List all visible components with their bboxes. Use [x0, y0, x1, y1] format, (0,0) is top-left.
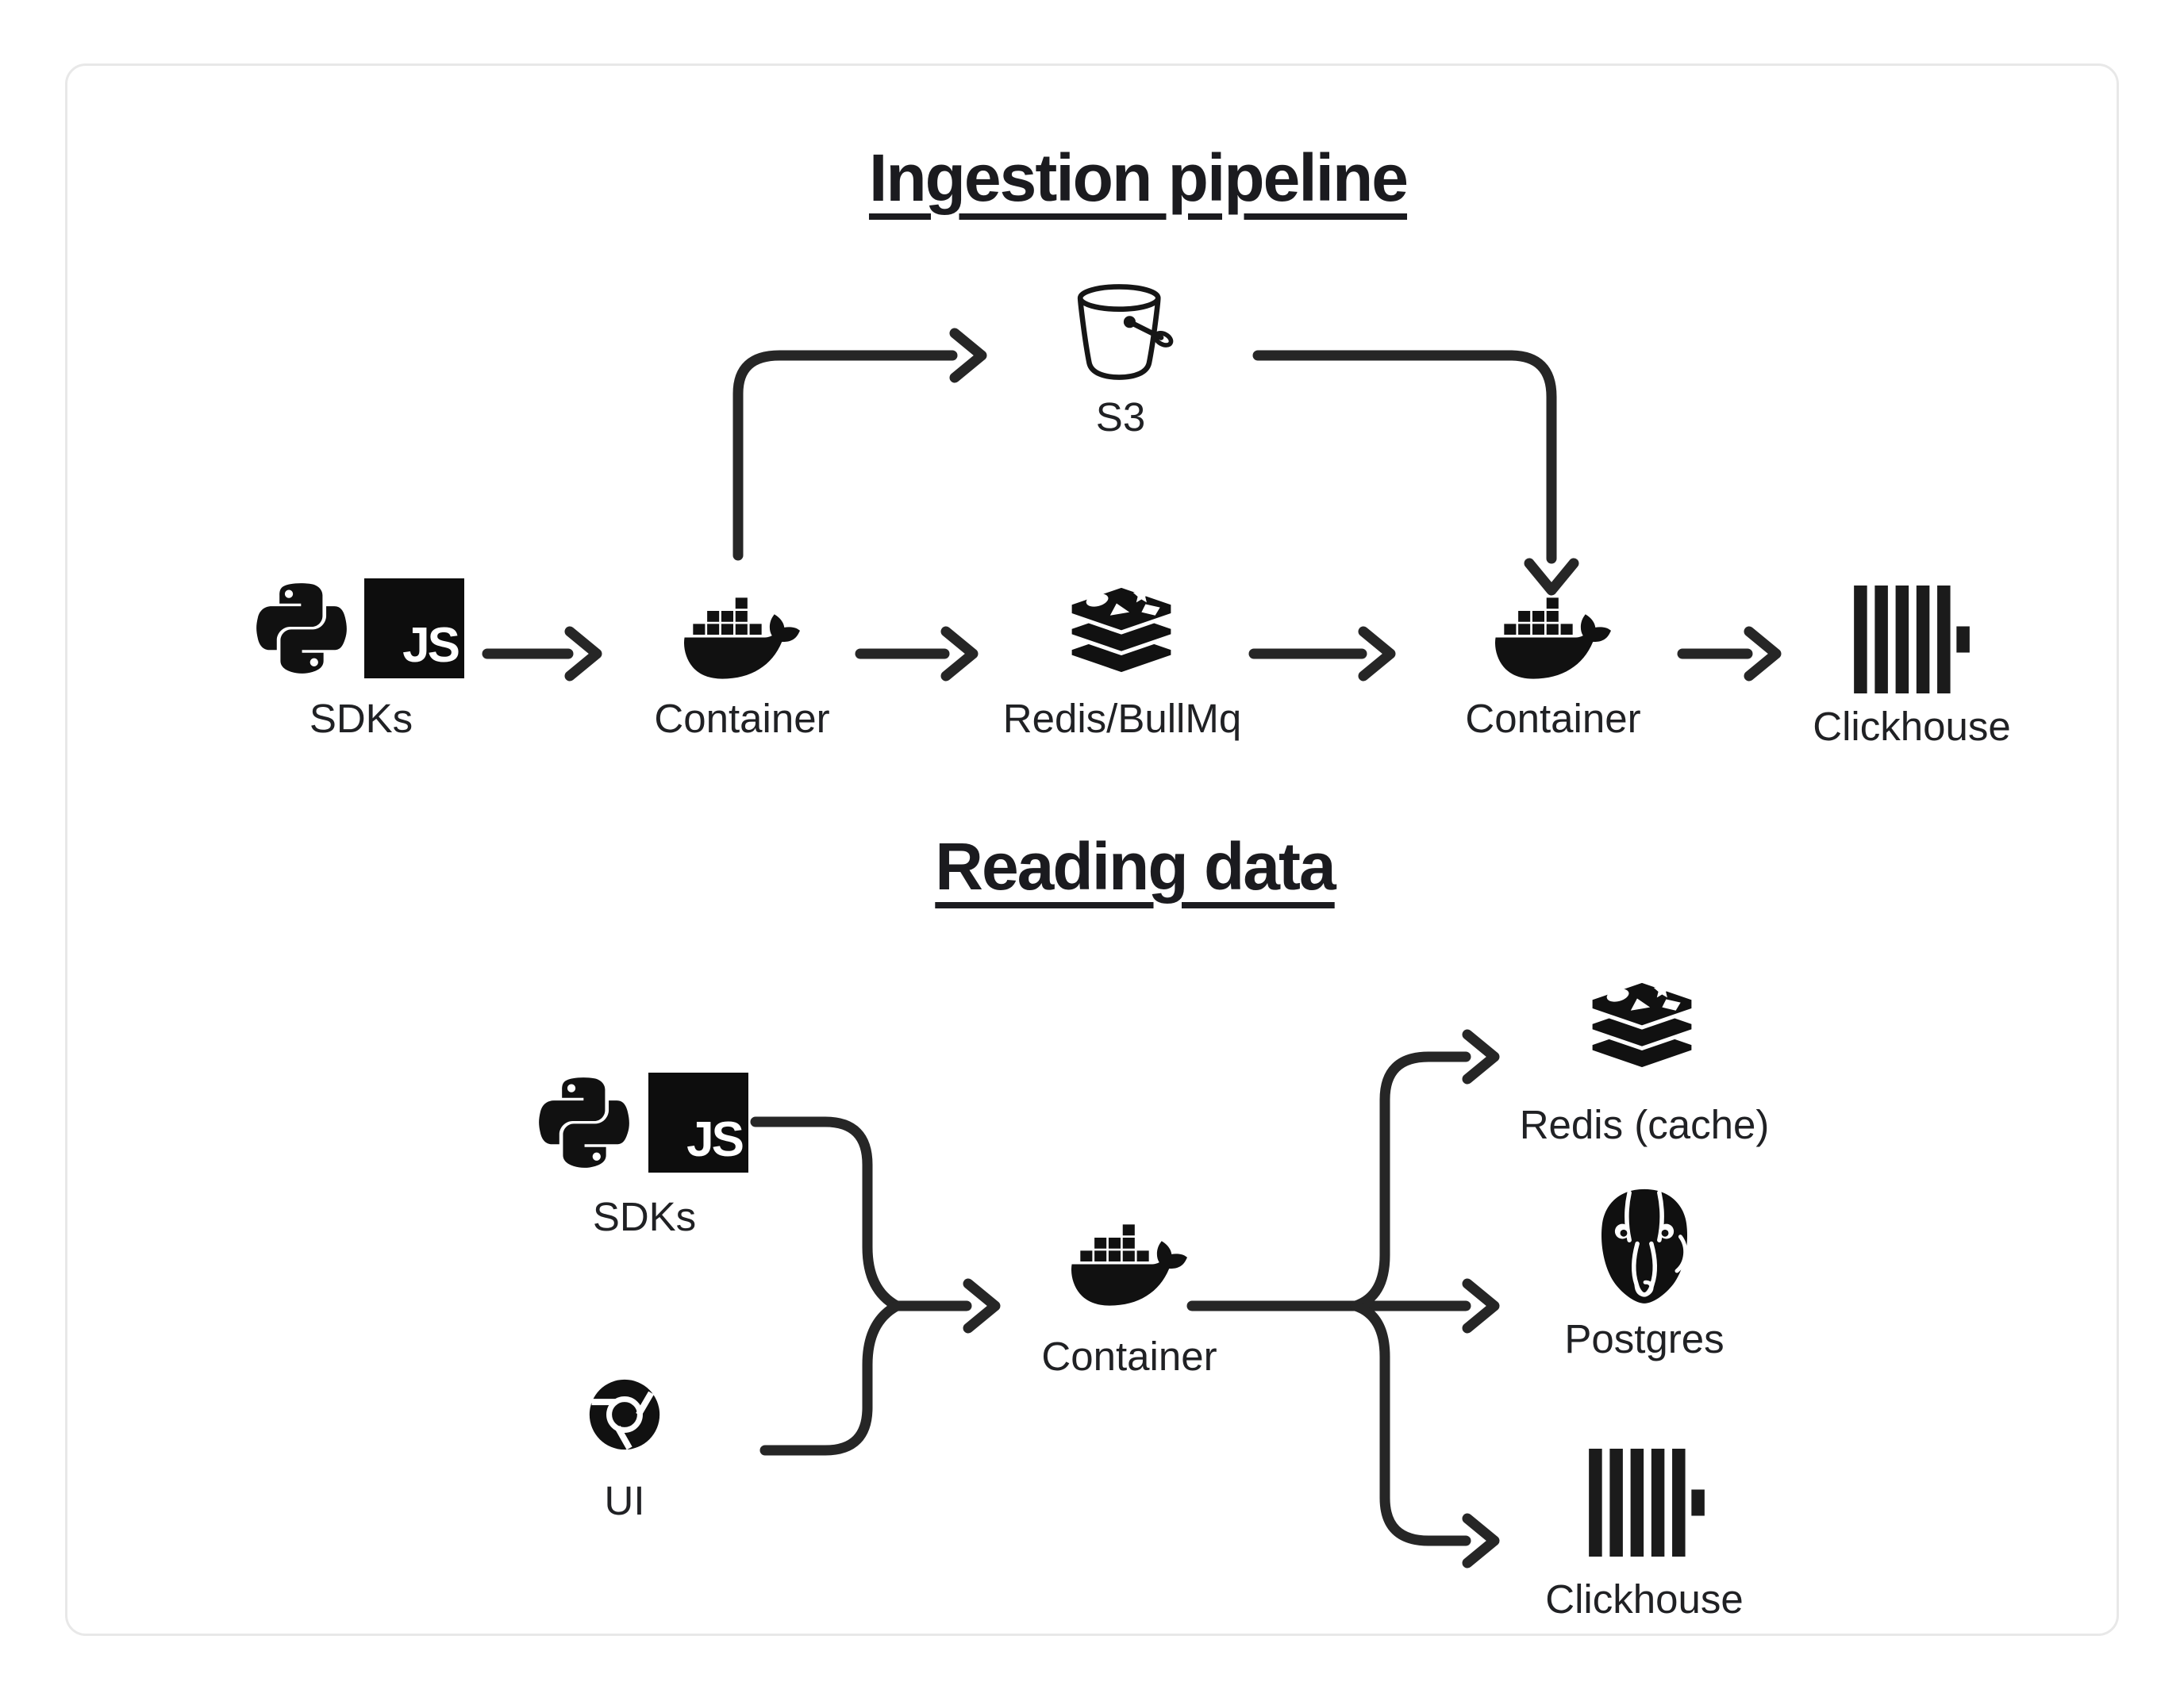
arrowhead [1358, 626, 1396, 682]
clickhouse-icon [1854, 586, 1970, 693]
elbow-container-to-s3 [732, 350, 958, 561]
postgres-icon [1587, 1184, 1701, 1311]
arrowhead [963, 1278, 1001, 1334]
ingestion-pipeline-title: Ingestion pipeline [868, 140, 1409, 215]
container3-label: Container [1041, 1334, 1217, 1379]
container2-label: Container [1465, 696, 1641, 741]
s3-label: S3 [1095, 394, 1146, 440]
redis-icon [1586, 977, 1698, 1074]
s3-bucket-icon [1070, 279, 1175, 384]
python-icon [251, 577, 352, 680]
redis-icon [1065, 582, 1178, 679]
redis-bullmq-label: Redis/BullMq [1002, 696, 1242, 741]
container1-label: Container [654, 696, 830, 741]
javascript-icon: JS [364, 578, 464, 678]
arrowhead [1462, 1278, 1500, 1334]
arrowhead [949, 328, 987, 383]
merge-sdks-branch [750, 1116, 902, 1311]
docker-container-icon [684, 592, 800, 685]
clickhouse1-label: Clickhouse [1813, 704, 2011, 749]
sdks2-label: SDKs [592, 1194, 697, 1239]
arrowhead [1524, 558, 1579, 596]
arrowhead [1462, 1513, 1500, 1569]
ui-label: UI [604, 1478, 645, 1523]
diagram-card [65, 63, 2119, 1636]
reading-data-title: Reading data [935, 829, 1336, 904]
arrowhead [1462, 1029, 1500, 1085]
fan-down-branch [1350, 1300, 1471, 1546]
docker-container-icon [1495, 592, 1611, 685]
postgres-label: Postgres [1564, 1316, 1725, 1361]
python-icon [533, 1071, 635, 1174]
merge-ui-branch [759, 1300, 902, 1456]
redis-cache-label: Redis (cache) [1519, 1102, 1770, 1147]
elbow-s3-to-container2 [1252, 350, 1557, 564]
javascript-icon: JS [648, 1073, 748, 1173]
clickhouse-icon [1589, 1449, 1705, 1557]
arrowhead [564, 626, 602, 682]
chrome-ui-icon [583, 1373, 667, 1457]
clickhouse2-label: Clickhouse [1545, 1576, 1744, 1622]
arrowhead [940, 626, 979, 682]
docker-container-icon [1071, 1219, 1187, 1311]
fan-up-branch [1350, 1051, 1471, 1311]
sdks-label: SDKs [309, 696, 413, 741]
arrowhead [1744, 626, 1782, 682]
